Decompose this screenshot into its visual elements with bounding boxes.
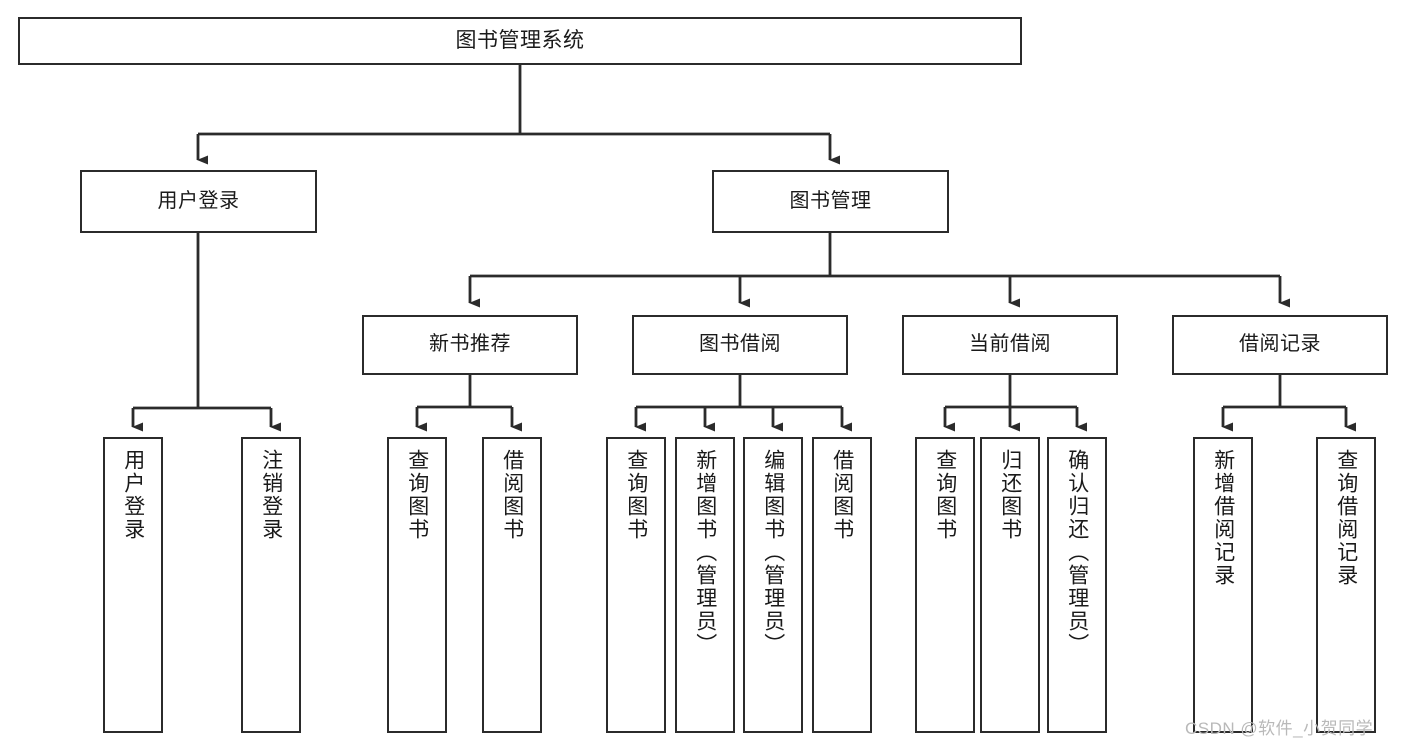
node-leaf-return-book[interactable]: 归还图书 xyxy=(980,437,1040,733)
node-borrow-record[interactable]: 借阅记录 xyxy=(1172,315,1388,375)
node-leaf-query-book-1[interactable]: 查询图书 xyxy=(387,437,447,733)
node-leaf-add-record-label: 新增借阅记录 xyxy=(1211,449,1235,587)
node-leaf-return-book-label: 归还图书 xyxy=(998,449,1022,541)
node-current-borrow[interactable]: 当前借阅 xyxy=(902,315,1118,375)
node-leaf-query-book-2[interactable]: 查询图书 xyxy=(606,437,666,733)
node-leaf-add-book-label: 新增图书（管理员） xyxy=(693,449,717,656)
node-book-manage-label: 图书管理 xyxy=(789,189,872,212)
node-leaf-logout-login[interactable]: 注销登录 xyxy=(241,437,301,733)
node-leaf-confirm-return-label: 确认归还（管理员） xyxy=(1065,449,1089,656)
node-leaf-borrow-book-2-label: 借阅图书 xyxy=(830,449,854,541)
node-leaf-query-book-3[interactable]: 查询图书 xyxy=(915,437,975,733)
node-user-login[interactable]: 用户登录 xyxy=(80,170,317,233)
node-leaf-query-book-2-label: 查询图书 xyxy=(624,449,648,541)
node-leaf-logout-login-label: 注销登录 xyxy=(259,449,283,541)
node-leaf-edit-book-label: 编辑图书（管理员） xyxy=(761,449,785,656)
node-leaf-query-book-3-label: 查询图书 xyxy=(933,449,957,541)
watermark-text: CSDN @软件_小贺同学 xyxy=(1185,719,1374,738)
node-root-book-management-system[interactable]: 图书管理系统 xyxy=(18,17,1022,65)
node-book-manage[interactable]: 图书管理 xyxy=(712,170,949,233)
node-new-book-recommend[interactable]: 新书推荐 xyxy=(362,315,578,375)
node-leaf-query-book-1-label: 查询图书 xyxy=(405,449,429,541)
node-user-login-label: 用户登录 xyxy=(157,189,240,212)
node-book-borrow[interactable]: 图书借阅 xyxy=(632,315,848,375)
node-leaf-add-book[interactable]: 新增图书（管理员） xyxy=(675,437,735,733)
node-book-borrow-label: 图书借阅 xyxy=(699,333,781,356)
node-leaf-borrow-book-1[interactable]: 借阅图书 xyxy=(482,437,542,733)
node-leaf-query-record[interactable]: 查询借阅记录 xyxy=(1316,437,1376,733)
node-leaf-borrow-book-2[interactable]: 借阅图书 xyxy=(812,437,872,733)
node-leaf-add-record[interactable]: 新增借阅记录 xyxy=(1193,437,1253,733)
node-leaf-confirm-return[interactable]: 确认归还（管理员） xyxy=(1047,437,1107,733)
node-leaf-edit-book[interactable]: 编辑图书（管理员） xyxy=(743,437,803,733)
node-leaf-query-record-label: 查询借阅记录 xyxy=(1334,449,1358,587)
node-new-book-recommend-label: 新书推荐 xyxy=(429,333,511,356)
node-current-borrow-label: 当前借阅 xyxy=(969,333,1051,356)
node-leaf-user-login[interactable]: 用户登录 xyxy=(103,437,163,733)
node-borrow-record-label: 借阅记录 xyxy=(1239,333,1321,356)
node-leaf-user-login-label: 用户登录 xyxy=(121,449,145,541)
node-leaf-borrow-book-1-label: 借阅图书 xyxy=(500,449,524,541)
node-root-label: 图书管理系统 xyxy=(455,28,585,52)
